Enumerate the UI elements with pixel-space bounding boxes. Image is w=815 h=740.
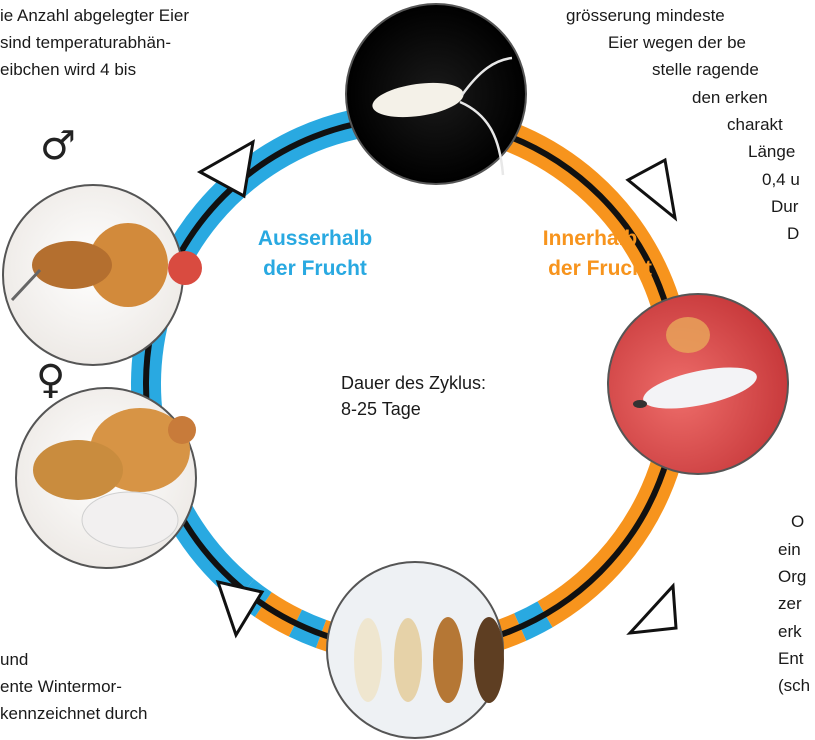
text-line: 0,4 u xyxy=(762,168,800,191)
text-line: grösserung mindeste xyxy=(566,4,725,27)
text-line: stelle ragende xyxy=(652,58,759,81)
arrow-head-bottom-right xyxy=(630,586,676,633)
pupae-photo xyxy=(327,562,504,738)
text-line: ein xyxy=(778,538,801,561)
text-line: erk xyxy=(778,620,802,643)
text-line: ente Wintermor- xyxy=(0,675,122,698)
cycle-duration-value: 8-25 Tage xyxy=(341,396,421,422)
outside-label-line1: Ausserhalb xyxy=(258,227,372,250)
text-line: und xyxy=(0,648,28,671)
text-line: sind temperaturabhän- xyxy=(0,31,171,54)
text-line: charakt xyxy=(727,113,783,136)
male-fly-photo xyxy=(3,185,202,365)
text-line: Länge xyxy=(748,140,795,163)
text-line: Org xyxy=(778,565,806,588)
arrow-head-top-left xyxy=(200,142,253,196)
arrow-head-top-right xyxy=(628,160,675,218)
text-line: den erken xyxy=(692,86,768,109)
female-fly-photo xyxy=(16,388,196,568)
text-line: eibchen wird 4 bis xyxy=(0,58,136,81)
egg-photo xyxy=(346,4,526,184)
text-line: kennzeichnet durch xyxy=(0,702,147,725)
text-line: ie Anzahl abgelegter Eier xyxy=(0,4,189,27)
text-line: Ent xyxy=(778,647,804,670)
outside-label-line2: der Frucht xyxy=(263,257,367,280)
text-line: Eier wegen der be xyxy=(608,31,746,54)
cycle-duration-label: Dauer des Zyklus: xyxy=(341,370,486,396)
inside-label-line2: der Frucht xyxy=(548,257,652,280)
text-line: O xyxy=(791,510,804,533)
text-line: Dur xyxy=(771,195,798,218)
larva-photo xyxy=(608,294,788,474)
text-line: (sch xyxy=(778,674,810,697)
text-line: zer xyxy=(778,592,802,615)
inside-label-line1: Innerhalb xyxy=(543,227,638,250)
female-symbol-icon: ♀ xyxy=(36,360,65,400)
text-line: D xyxy=(787,222,799,245)
ring-segment-outside xyxy=(146,118,435,591)
male-symbol-icon: ♂ xyxy=(40,126,76,166)
